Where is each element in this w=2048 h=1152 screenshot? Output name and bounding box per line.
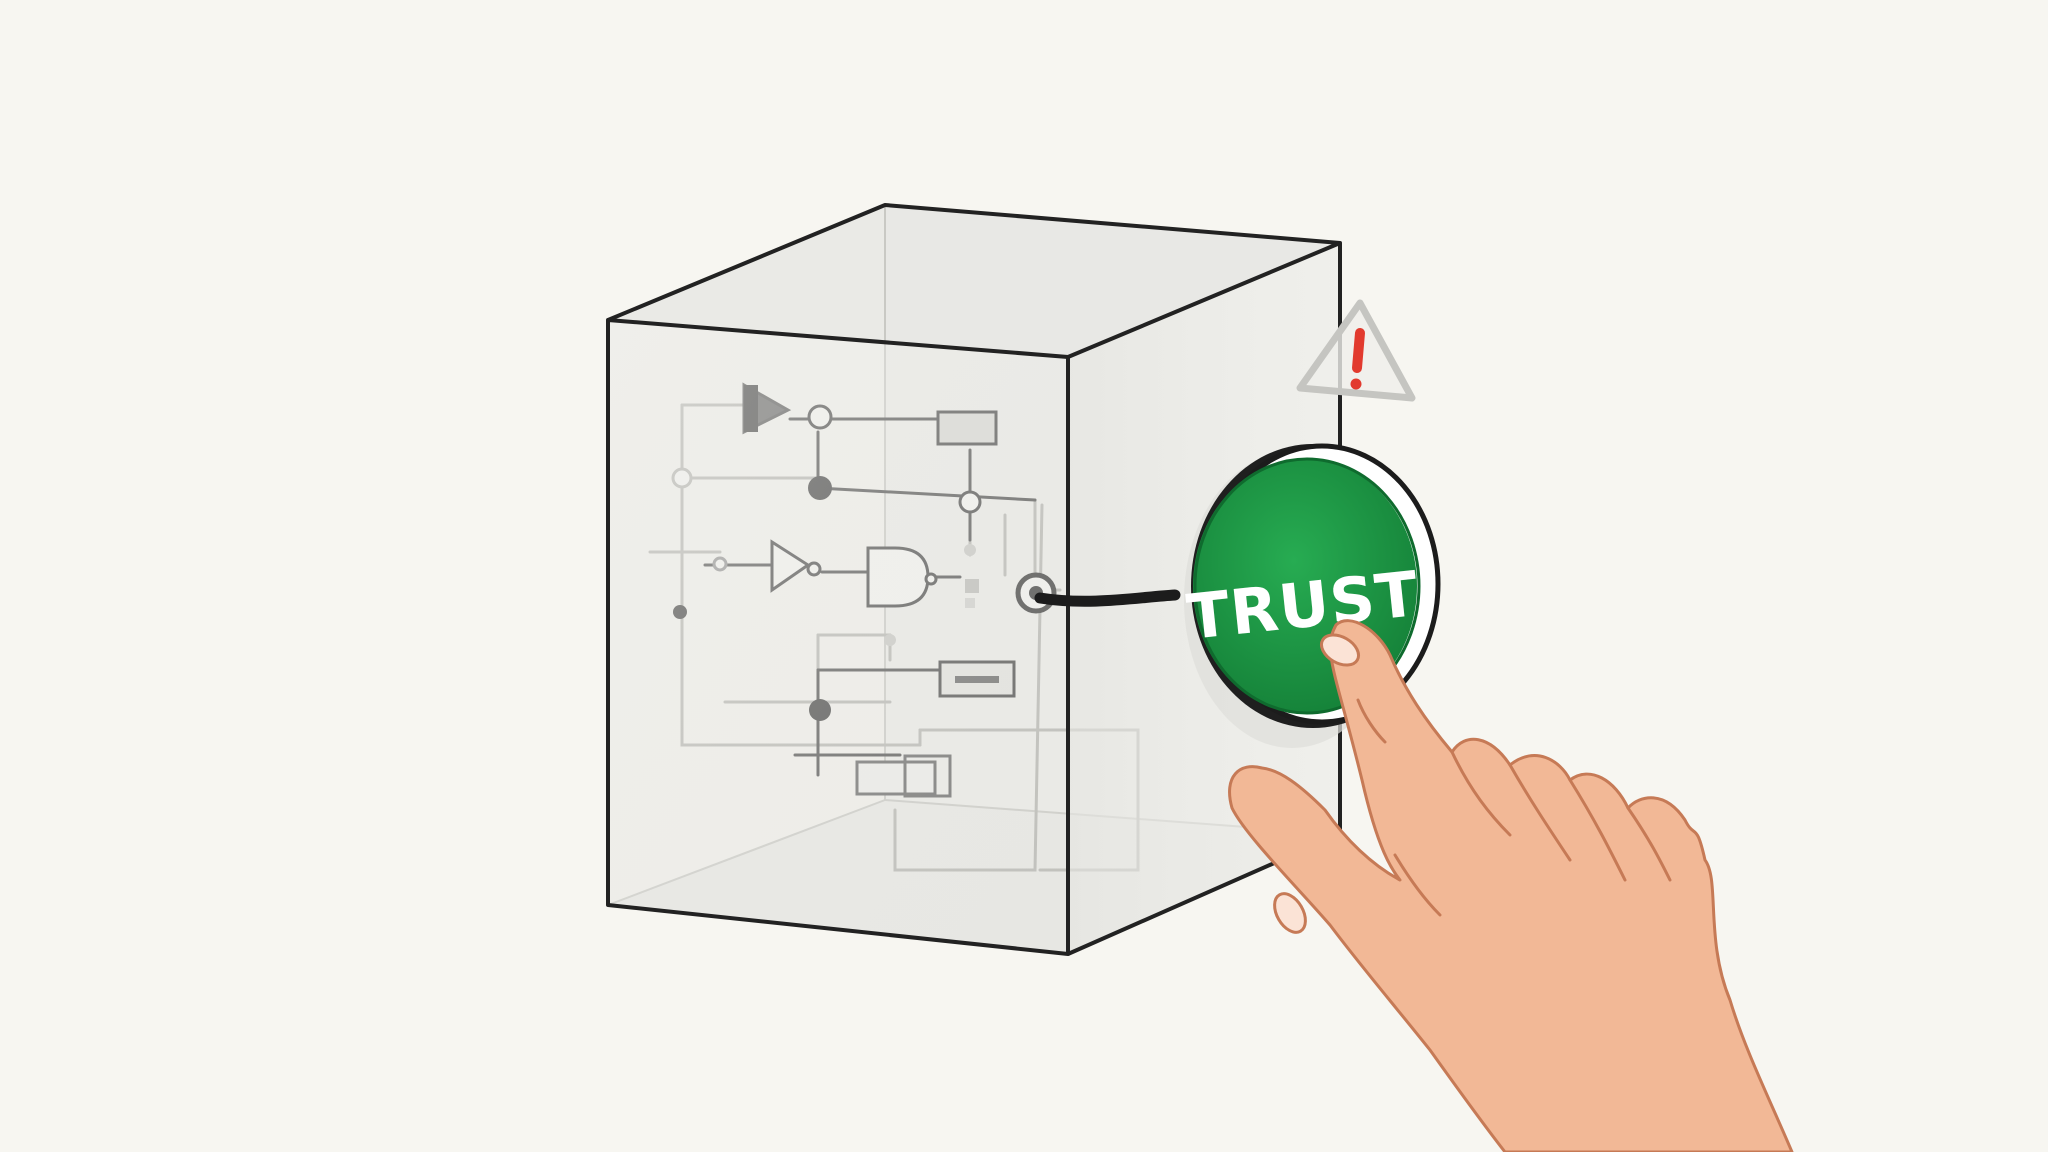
index-fingernail (1320, 633, 1360, 667)
cable (1034, 589, 1181, 607)
pointing-hand-icon (1228, 619, 1794, 1152)
thumb-nail (1273, 892, 1307, 934)
warning-triangle-icon (1296, 299, 1416, 402)
box-front-face (608, 320, 1068, 954)
trust-button[interactable]: TRUST (1184, 443, 1441, 748)
